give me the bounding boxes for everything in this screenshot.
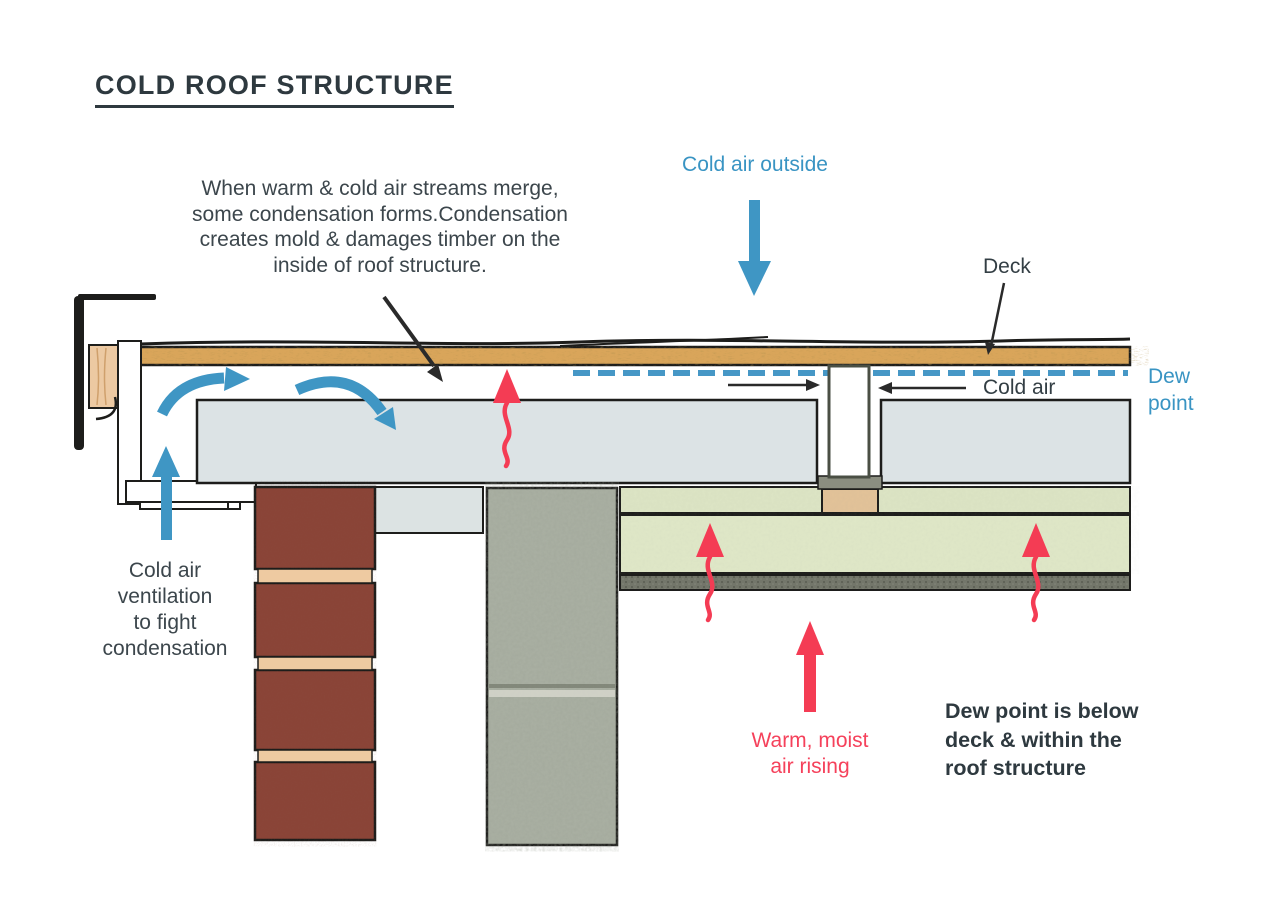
deck-label: Deck [983, 255, 1031, 278]
cold-air-label: Cold air [983, 376, 1056, 399]
page-title: COLD ROOF STRUCTURE [95, 70, 454, 108]
warm-air-up-arrow [796, 621, 824, 712]
moisture-wavy-arrow-3 [1022, 523, 1050, 623]
dew-point-note: Dew point is below deck & within the roo… [945, 699, 1139, 780]
vent-up-arrow [152, 446, 180, 540]
vent-curved-arrow-large [294, 376, 396, 430]
moisture-wavy-arrow-2 [696, 523, 724, 623]
eaves-detail [74, 294, 257, 510]
moisture-wavy-arrow-1 [493, 369, 521, 469]
roof-joist [817, 364, 883, 490]
cold-air-outside-label: Cold air outside [682, 153, 828, 176]
condensation-pointer-arrow [382, 295, 443, 382]
vent-curved-arrow-small [157, 367, 250, 417]
brick-wall [253, 485, 377, 842]
roof-deck [138, 345, 1132, 367]
warm-air-label: Warm, moist air rising [751, 729, 869, 778]
insulation-block-hanging [372, 486, 484, 534]
dew-point-label: Dew point [1148, 365, 1194, 415]
roof-membrane-line [139, 336, 1131, 347]
insulation-slab-right [879, 398, 1132, 485]
condensation-annotation: When warm & cold air streams merge, some… [192, 177, 568, 277]
air-gap-flow-arrows [728, 379, 966, 394]
concrete-column [485, 486, 619, 847]
ventilation-annotation: Cold air ventilation to fight condensati… [102, 559, 228, 660]
deck-pointer-line [985, 282, 1006, 355]
cold-air-down-arrow [738, 200, 771, 296]
green-insulation-layers [619, 486, 1131, 591]
